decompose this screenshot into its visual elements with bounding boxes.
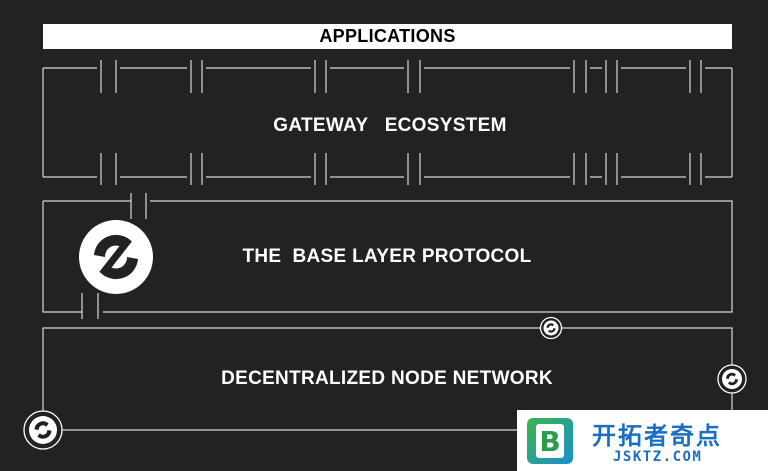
right-sync-icon bbox=[717, 364, 747, 394]
watermark-title: 开拓者奇点 bbox=[592, 422, 722, 450]
base-layer-frame bbox=[42, 193, 733, 319]
applications-bar: APPLICATIONS bbox=[43, 24, 732, 49]
watermark-badge: B 开拓者奇点 JSKTZ.COM bbox=[517, 410, 768, 471]
node-network-label: DECENTRALIZED NODE NETWORK bbox=[221, 368, 553, 389]
sync-logo-icon bbox=[79, 220, 153, 294]
left-sync-icon bbox=[23, 410, 63, 450]
applications-label: APPLICATIONS bbox=[319, 26, 456, 46]
base-layer-protocol-label: THE BASE LAYER PROTOCOL bbox=[242, 246, 532, 267]
small-sync-icon bbox=[539, 316, 563, 340]
watermark-url: JSKTZ.COM bbox=[613, 449, 703, 465]
gateway-ecosystem-label: GATEWAY ECOSYSTEM bbox=[273, 115, 507, 136]
gateway-frame bbox=[42, 60, 733, 185]
watermark-logo-icon: B bbox=[527, 418, 573, 464]
watermark-logo-letter: B bbox=[536, 424, 564, 458]
